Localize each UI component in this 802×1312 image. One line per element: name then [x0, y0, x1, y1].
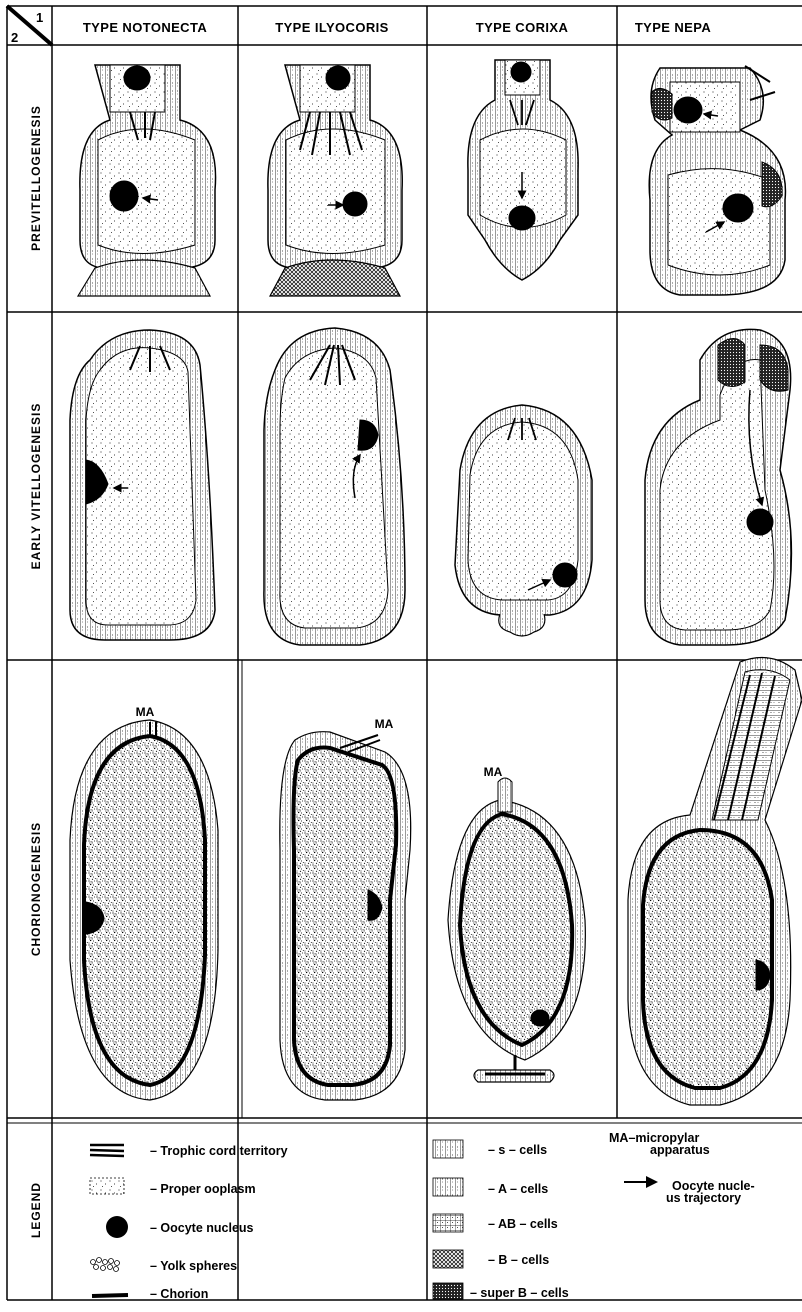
cell-corixa-chorionogenesis	[448, 778, 585, 1082]
cell-nepa-previtellogenesis	[649, 66, 785, 295]
a-cells-icon	[433, 1178, 463, 1196]
ma-label-ilyocoris: MA	[375, 717, 394, 731]
cell-notonecta-chorionogenesis	[70, 720, 218, 1100]
legend-label-ab-cells: – AB – cells	[488, 1217, 558, 1231]
cell-ilyocoris-early-vitellogenesis	[264, 328, 405, 645]
cell-corixa-previtellogenesis	[468, 60, 578, 280]
row-label-legend: LEGEND	[29, 1182, 43, 1238]
legend-label-s-cells: – s – cells	[488, 1143, 547, 1157]
trophic-cord-icon	[90, 1145, 124, 1156]
legend-trajectory-line2: us trajectory	[666, 1191, 741, 1205]
column-header-ilyocoris: TYPE ILYOCORIS	[275, 20, 388, 35]
cell-nepa-early-vitellogenesis	[645, 329, 791, 645]
legend-left-column: – Trophic cord territory – Proper ooplas…	[90, 1144, 288, 1301]
legend-label-trophic-cord: – Trophic cord territory	[150, 1144, 288, 1158]
legend-label-oocyte-nucleus: – Oocyte nucleus	[150, 1221, 254, 1235]
ma-label-corixa: MA	[484, 765, 503, 779]
legend-label-a-cells: – A – cells	[488, 1182, 548, 1196]
legend-ma-subtitle: apparatus	[650, 1143, 710, 1157]
oocyte-nucleus-icon	[106, 1216, 128, 1238]
ma-label-notonecta: MA	[136, 705, 155, 719]
legend-label-chorion: – Chorion	[150, 1287, 208, 1301]
legend-label-super-b-cells: – super B – cells	[470, 1286, 569, 1300]
legend-label-yolk-spheres: – Yolk spheres	[150, 1259, 237, 1273]
column-header-notonecta: TYPE NOTONECTA	[83, 20, 208, 35]
super-b-cells-icon	[433, 1283, 463, 1299]
column-header-corixa: TYPE CORIXA	[476, 20, 569, 35]
proper-ooplasm-icon	[90, 1178, 124, 1194]
legend-label-proper-ooplasm: – Proper ooplasm	[150, 1182, 256, 1196]
corner-number-top: 1	[36, 10, 44, 25]
corner-number-bottom: 2	[11, 30, 19, 45]
cell-ilyocoris-previtellogenesis	[268, 65, 402, 296]
cell-corixa-early-vitellogenesis	[455, 405, 592, 636]
yolk-spheres-icon	[91, 1258, 120, 1272]
cell-nepa-chorionogenesis	[628, 658, 802, 1106]
ab-cells-icon	[433, 1214, 463, 1232]
legend-label-b-cells: – B – cells	[488, 1253, 549, 1267]
row-label-previtellogenesis: PREVITELLOGENESIS	[29, 105, 43, 251]
legend-right-column: MA–micropylar apparatus Oocyte nucle- us…	[609, 1131, 755, 1205]
row-label-chorionogenesis: CHORIONOGENESIS	[29, 822, 43, 956]
cell-ilyocoris-chorionogenesis	[280, 732, 411, 1100]
s-cells-icon	[433, 1140, 463, 1158]
chorion-icon	[92, 1295, 128, 1296]
legend-middle-column: – s – cells – A – cells – AB – cells – B…	[433, 1140, 569, 1300]
column-header-nepa: TYPE NEPA	[635, 20, 712, 35]
row-label-early-vitellogenesis: EARLY VITELLOGENESIS	[29, 403, 43, 570]
cell-notonecta-early-vitellogenesis	[70, 330, 215, 640]
cell-notonecta-previtellogenesis	[78, 65, 216, 296]
b-cells-icon	[433, 1250, 463, 1268]
